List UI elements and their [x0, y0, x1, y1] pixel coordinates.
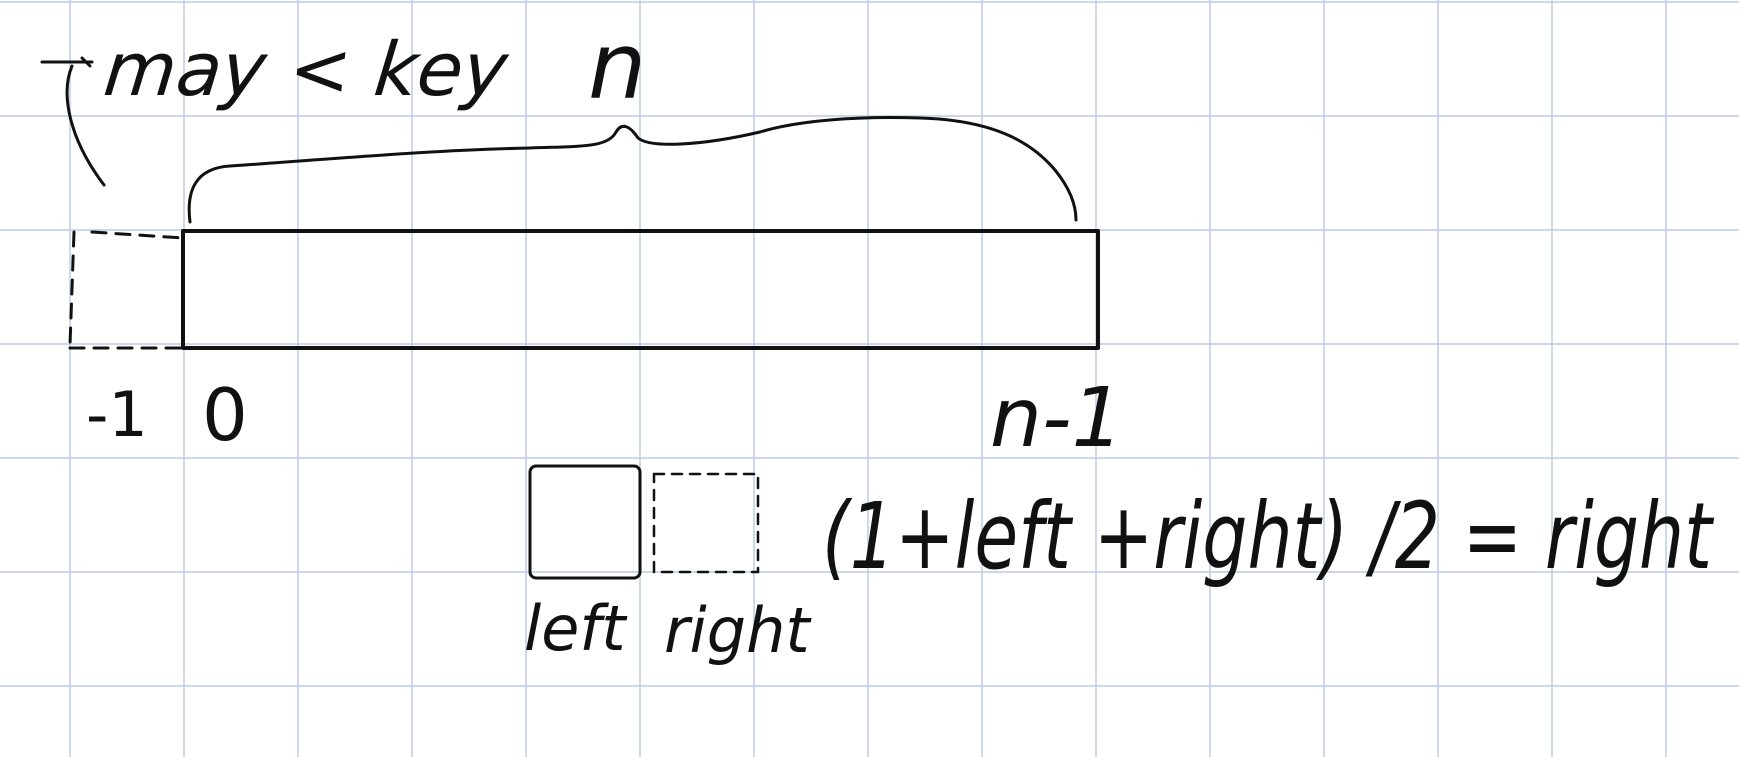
- right-box: [652, 472, 760, 574]
- curly-brace: [187, 116, 1078, 224]
- left-label: left: [524, 592, 628, 665]
- formula: (1+left +right) /2 = right: [822, 483, 1714, 590]
- index-zero: 0: [202, 373, 248, 457]
- arrow-icon: [40, 56, 106, 187]
- brace-label: n: [588, 13, 646, 120]
- top-note: may < key: [100, 27, 512, 113]
- index-last: n-1: [990, 371, 1124, 466]
- left-box: [528, 464, 642, 580]
- right-label: right: [664, 594, 812, 667]
- index-minus-one: -1: [86, 378, 148, 451]
- dashed-index-box: [68, 230, 185, 350]
- array-rectangle: [181, 229, 1100, 350]
